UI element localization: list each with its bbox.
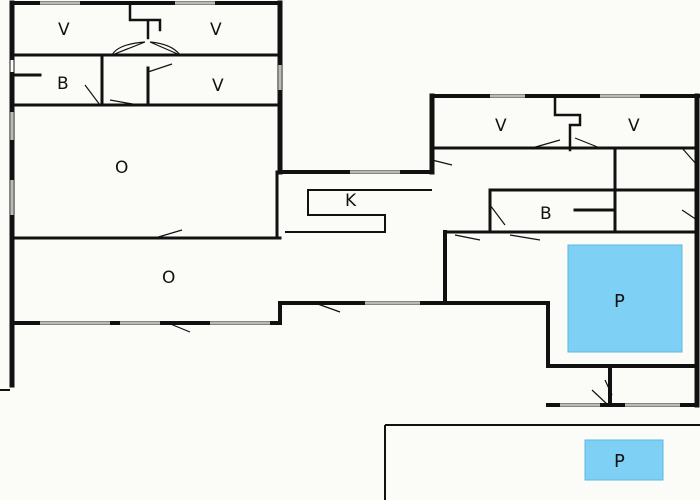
room-label-v5: V xyxy=(628,116,640,136)
doors xyxy=(84,41,698,406)
room-label-o1: O xyxy=(115,158,128,178)
windows xyxy=(10,1,680,407)
pool-small xyxy=(584,439,664,481)
room-label-v3: V xyxy=(212,76,224,96)
room-label-v2: V xyxy=(210,20,222,40)
pool-main xyxy=(567,244,683,353)
room-label-v4: V xyxy=(495,116,507,136)
pool-label-main: P xyxy=(614,291,625,312)
room-label-v1: V xyxy=(58,20,70,40)
room-label-k: K xyxy=(345,191,357,211)
room-label-b2: B xyxy=(540,204,552,224)
room-label-b1: B xyxy=(57,74,69,94)
terrace-outline xyxy=(0,389,700,500)
interior-walls xyxy=(10,3,699,240)
room-label-o2: O xyxy=(162,268,175,288)
pool-label-small: P xyxy=(614,451,625,472)
